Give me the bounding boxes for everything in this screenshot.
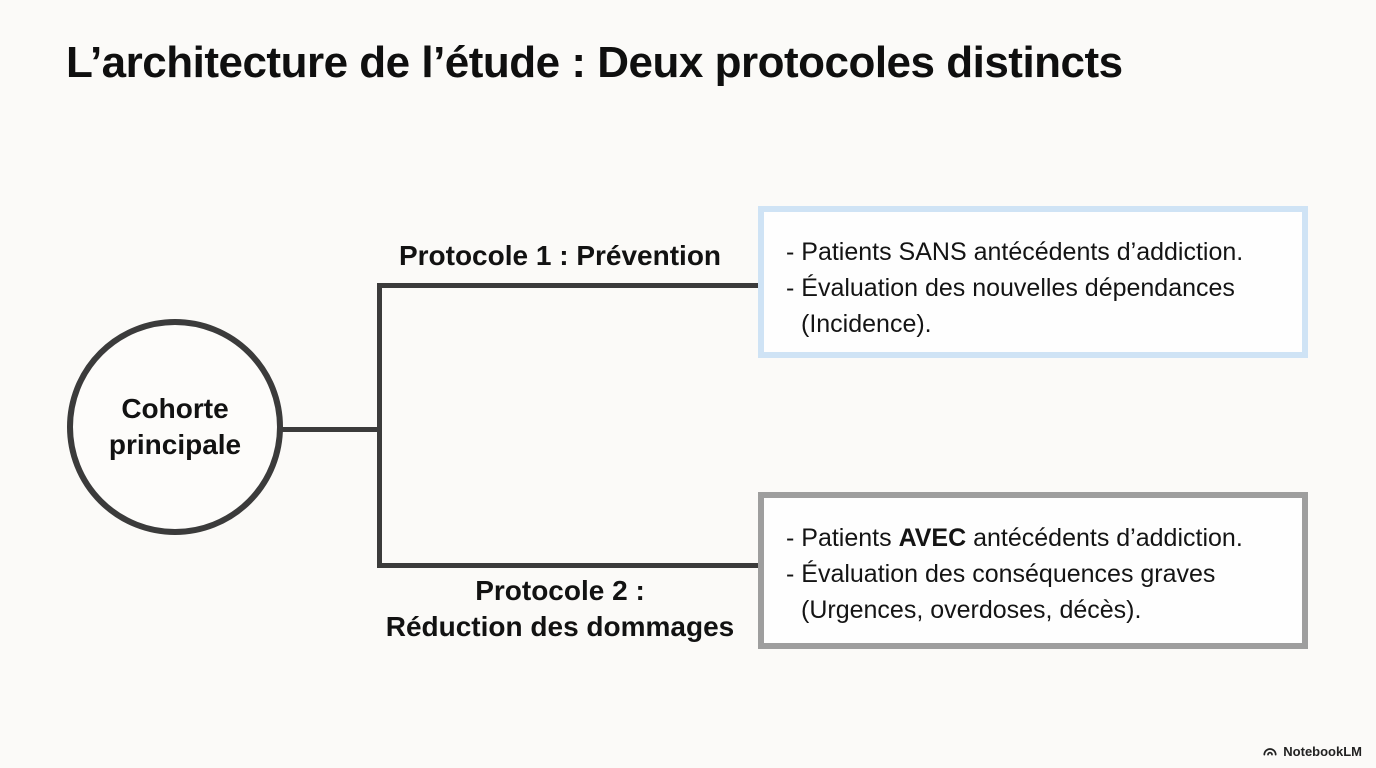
branch2-label-line2: Réduction des dommages [385,611,735,642]
branch1-bullet-1: - Patients SANS antécédents d’addiction. [786,234,1286,270]
notebooklm-watermark: NotebookLM [1262,743,1362,759]
connector-branch2-line [377,563,760,568]
branch2-detail-box: - Patients AVEC antécédents d’addiction.… [758,492,1308,649]
branch1-detail-box: - Patients SANS antécédents d’addiction.… [758,206,1308,358]
page-title: L’architecture de l’étude : Deux protoco… [66,38,1123,87]
branch2-bullet-1-seg-a: - Patients [786,524,899,552]
branch2-bullet-2: - Évaluation des conséquences graves [786,560,1216,588]
root-node-cohorte-principale: Cohorte principale [67,319,283,535]
branch1-bullet-1-seg-a: - Patients SANS antécédents d’addiction. [786,238,1244,266]
root-node-label-line2: principale [108,429,242,460]
connector-vertical-line [377,283,382,568]
branch2-label-line1: Protocole 2 : [475,575,645,606]
branch2-bullet-2-continuation: (Urgences, overdoses, décès). [801,596,1142,624]
branch1-bullet-2: - Évaluation des nouvelles dépendances [786,274,1235,302]
branch2-bullet-1-seg-c: antécédents d’addiction. [966,524,1243,552]
connector-branch1-line [377,283,760,288]
root-node-label-line1: Cohorte [121,393,229,424]
branch2-bullet-1: - Patients AVEC antécédents d’addiction. [786,520,1286,556]
connector-root-line [280,427,380,432]
branch2-bullet-1-seg-b: AVEC [898,524,967,552]
branch1-label: Protocole 1 : Prévention [398,240,722,271]
branch1-bullet-2-continuation: (Incidence). [801,310,932,338]
notebooklm-brand-text: NotebookLM [1283,743,1362,759]
notebooklm-icon [1262,743,1278,759]
branch2-label: Protocole 2 : Réduction des dommages [320,573,800,645]
